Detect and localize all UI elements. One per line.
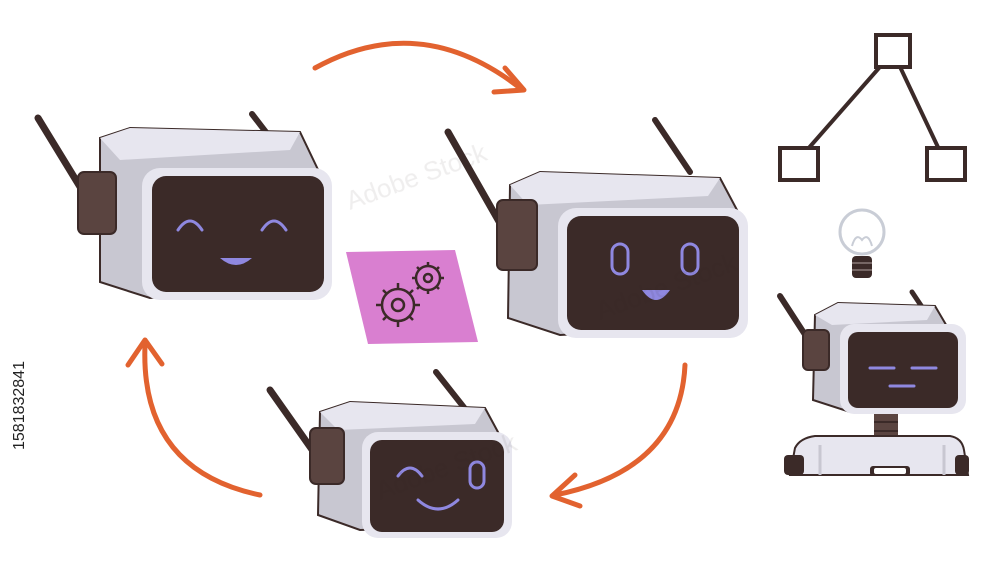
cycle-arrow-icon (552, 362, 688, 498)
cycle-arrow-icon (549, 472, 583, 509)
stock-id-text: 1581832841 (11, 361, 28, 450)
stock-id-label: 1581832841 (11, 361, 28, 450)
svg-text:Adobe Stock: Adobe Stock (342, 137, 492, 216)
cycle-arrow-icon (491, 65, 527, 95)
lightbulb-icon (838, 208, 886, 278)
robot-happy-icon (34, 111, 332, 300)
cycle-arrow-icon (142, 342, 263, 498)
robot-smiling-icon (444, 117, 748, 338)
robot-thinking-icon (777, 289, 970, 476)
cycle-arrow-icon (312, 40, 523, 91)
flowchart-icon (778, 33, 967, 182)
cycle-arrow-icon (125, 337, 165, 368)
robot-winking-icon (266, 369, 512, 538)
cycle-arrows (125, 40, 688, 509)
gears-icon (346, 250, 478, 344)
